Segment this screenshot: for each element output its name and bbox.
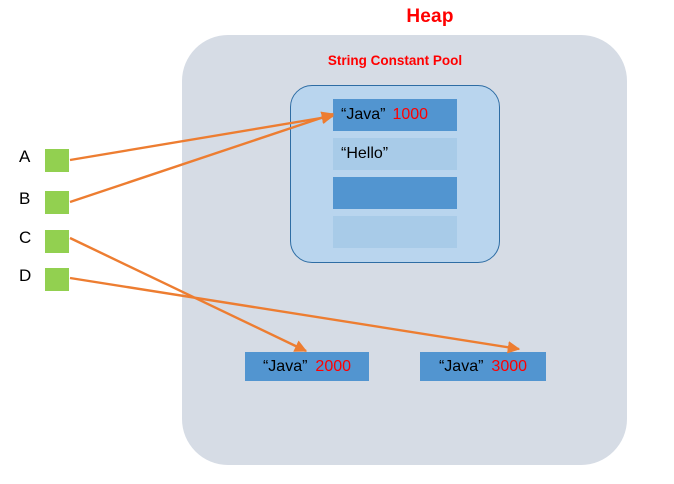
pool-row-0-address: 1000 [392, 106, 429, 123]
heap-object-2000: “Java” 2000 [245, 352, 369, 381]
pool-row-0-text: “Java” [341, 106, 386, 123]
heap-object-3000-text: “Java” [438, 357, 484, 375]
heap-object-3000-address: 3000 [491, 357, 528, 375]
variable-slot-d [45, 268, 69, 291]
heap-object-2000-text: “Java” [262, 357, 308, 375]
pool-row-3 [333, 216, 457, 248]
variable-slot-a [45, 149, 69, 172]
variable-slot-b [45, 191, 69, 214]
variable-label-b: B [19, 189, 31, 208]
string-constant-pool-box: “Java” 1000 “Hello” [290, 85, 500, 263]
heap-object-3000: “Java” 3000 [420, 352, 546, 381]
pool-row-2 [333, 177, 457, 209]
pool-row-1: “Hello” [333, 138, 457, 170]
variable-label-a: A [19, 147, 31, 166]
heap-title: Heap [406, 6, 454, 27]
variable-label-d: D [19, 266, 32, 285]
string-constant-pool-title: String Constant Pool [327, 53, 463, 68]
pool-row-0: “Java” 1000 [333, 99, 457, 131]
heap-object-2000-address: 2000 [315, 357, 352, 375]
variable-slot-c [45, 230, 69, 253]
variable-label-c: C [19, 228, 32, 247]
pool-row-1-text: “Hello” [341, 145, 389, 162]
